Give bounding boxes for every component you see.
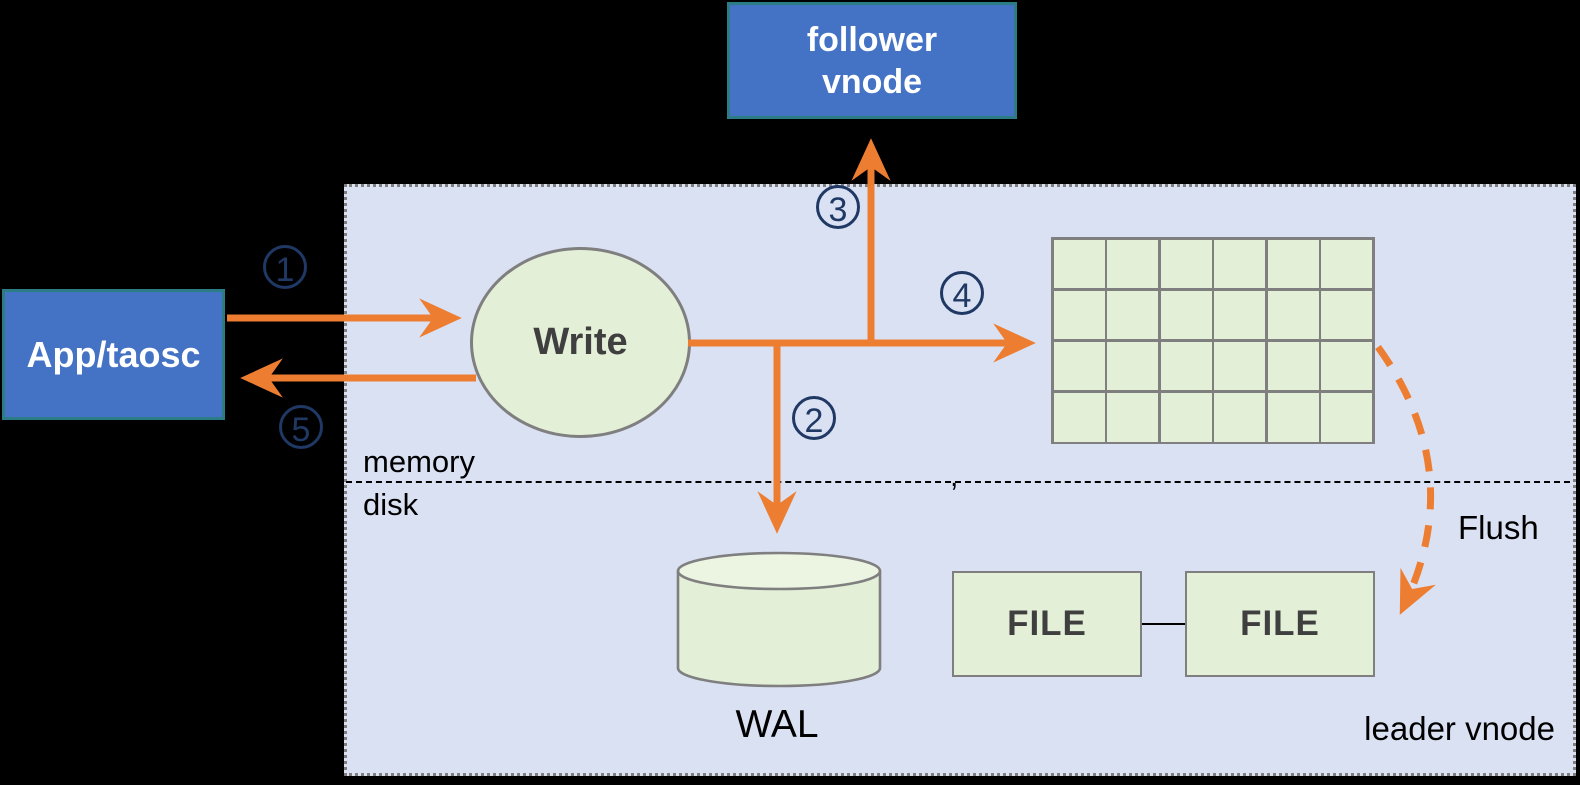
flush-label: Flush (1458, 509, 1539, 546)
memtable-cell (1107, 341, 1159, 391)
memtable-cell (1214, 341, 1266, 391)
memtable-cell (1321, 392, 1373, 442)
step-badge-5: 5 (279, 405, 323, 449)
stray-comma-mark: , (950, 460, 959, 493)
wal-cylinder-icon (676, 551, 882, 688)
memtable-cell (1214, 290, 1266, 340)
app-taosc-label: App/taosc (26, 333, 201, 375)
write-label: Write (533, 321, 628, 363)
file-node-right: FILE (1185, 571, 1375, 677)
file-right-label: FILE (1240, 604, 1320, 643)
memtable-cell (1160, 341, 1212, 391)
memtable-cell (1053, 290, 1105, 340)
step-badge-2: 2 (792, 396, 836, 440)
leader-vnode-label: leader vnode (1364, 710, 1555, 747)
file-node-left: FILE (952, 571, 1142, 677)
memtable-cell (1107, 290, 1159, 340)
memtable-cell (1160, 239, 1212, 289)
follower-vnode-label-line2: vnode (821, 62, 923, 101)
file-left-label: FILE (1007, 604, 1087, 643)
app-taosc-node: App/taosc (2, 289, 225, 420)
step-badge-4: 4 (940, 271, 984, 315)
step-badge-3: 3 (816, 185, 860, 229)
memory-label: memory (363, 444, 475, 479)
memtable-cell (1053, 341, 1105, 391)
file-connector-line (1142, 623, 1185, 625)
memtable-cell (1267, 290, 1319, 340)
memtable-cell (1321, 341, 1373, 391)
follower-vnode-label-line1: follower (806, 20, 938, 59)
step-badge-1: 1 (263, 245, 307, 289)
memtable-cell (1321, 239, 1373, 289)
wal-label: WAL (735, 703, 819, 746)
memtable-cell (1214, 239, 1266, 289)
disk-label: disk (363, 487, 419, 522)
memtable-cell (1267, 239, 1319, 289)
memtable-cell (1267, 392, 1319, 442)
memtable-cell (1160, 290, 1212, 340)
write-node: Write (470, 247, 691, 438)
follower-vnode-node: follower vnode (727, 2, 1017, 119)
memtable-cell (1267, 341, 1319, 391)
memtable-cell (1214, 392, 1266, 442)
memtable-cell (1321, 290, 1373, 340)
memtable-grid (1051, 237, 1375, 444)
memtable-cell (1053, 239, 1105, 289)
memtable-cell (1160, 392, 1212, 442)
memtable-cell (1107, 392, 1159, 442)
memory-disk-divider (346, 481, 1570, 483)
memtable-cell (1107, 239, 1159, 289)
memtable-cell (1053, 392, 1105, 442)
